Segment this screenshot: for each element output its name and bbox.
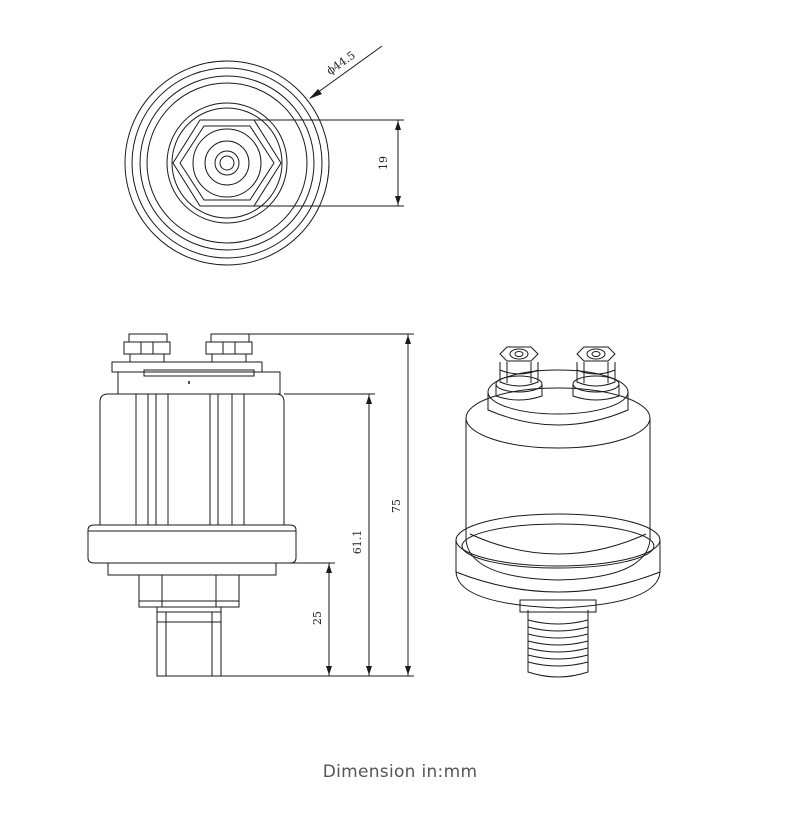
iso-terminal-right (572, 346, 620, 401)
top-view-flange-ring (131, 67, 323, 259)
body-height-dimension (284, 393, 375, 676)
terminal-stud-left (123, 333, 171, 363)
units-caption: Dimension in:mm (322, 762, 478, 782)
top-view-outer-flange (124, 60, 330, 266)
iso-terminal-left (495, 346, 543, 401)
iso-flange (455, 540, 661, 609)
side-view (87, 333, 297, 677)
side-view-thread (156, 611, 222, 677)
side-view-flange (87, 524, 297, 564)
side-view-body (99, 393, 285, 526)
top-view-body-outer (139, 75, 315, 251)
top-view-port-ring (214, 150, 240, 176)
diameter-label: ϕ44.5 (324, 49, 358, 78)
side-view-base (107, 562, 277, 576)
top-view-hex (172, 119, 282, 207)
top-view-body-inner (146, 82, 308, 244)
body-height-label: 61.1 (351, 530, 364, 555)
thread-length-label: 25 (311, 611, 324, 625)
top-view (124, 60, 330, 266)
top-view-top-disc (166, 102, 288, 224)
technical-drawing: ϕ44.5 19 75 61.1 25 (87, 45, 661, 678)
total-height-dimension (221, 333, 414, 677)
iso-cap (487, 392, 629, 426)
diameter-dimension (309, 45, 383, 99)
terminal-stud-right (205, 333, 253, 363)
top-view-stud-outer (192, 128, 262, 198)
top-view-hex-inner (179, 125, 275, 201)
iso-thread (519, 599, 597, 678)
top-view-stud (204, 140, 250, 186)
isometric-view (455, 346, 661, 678)
hex-dimension (254, 119, 404, 207)
top-view-top-disc-inner (171, 107, 283, 219)
hex-dimension-label: 19 (377, 156, 390, 170)
total-height-label: 75 (390, 499, 403, 513)
iso-body (465, 418, 651, 581)
side-view-hex-nut (138, 574, 240, 608)
thread-length-dimension (276, 562, 335, 676)
side-view-cap (117, 371, 281, 395)
top-view-port (219, 155, 235, 171)
